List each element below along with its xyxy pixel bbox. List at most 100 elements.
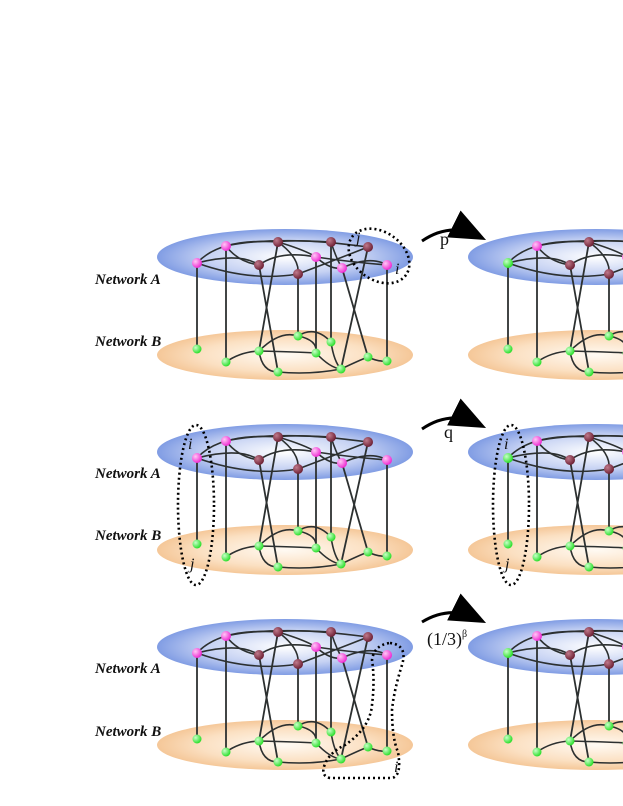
network-a-node-maroon bbox=[326, 237, 336, 247]
network-b-edge bbox=[277, 368, 342, 374]
network-b-node bbox=[584, 367, 594, 377]
interlayer-link bbox=[258, 264, 279, 373]
interlayer-link bbox=[569, 241, 590, 352]
row-3-path-rewire: Network A Network B i (1/3)β bbox=[94, 593, 623, 780]
interlayer-link bbox=[341, 267, 369, 358]
interlayer-link bbox=[258, 654, 279, 763]
network-a-label: Network A bbox=[94, 272, 161, 288]
network-b-node bbox=[293, 331, 303, 341]
network-b-node bbox=[584, 757, 594, 767]
network-b-node bbox=[604, 526, 614, 536]
network-a-disk bbox=[157, 424, 413, 480]
network-b-node bbox=[273, 562, 283, 572]
network-a-edge bbox=[608, 657, 623, 665]
network-a-node-magenta bbox=[311, 252, 321, 262]
network-a-node-magenta bbox=[192, 258, 202, 268]
network-b-node bbox=[503, 344, 513, 354]
network-b-node bbox=[584, 562, 594, 572]
network-a-disk bbox=[468, 424, 623, 480]
network-a-node-maroon bbox=[604, 269, 614, 279]
interlayer-link bbox=[569, 631, 590, 742]
network-b-edge bbox=[277, 758, 342, 764]
network-a-node-magenta bbox=[382, 260, 392, 270]
network-b-label: Network B bbox=[94, 334, 161, 350]
network-pair-right bbox=[468, 619, 623, 770]
network-a-edge bbox=[507, 652, 610, 668]
network-a-node-maroon bbox=[254, 650, 264, 660]
network-b-label: Network B bbox=[94, 724, 161, 740]
network-a-node-maroon bbox=[326, 627, 336, 637]
network-b-node bbox=[273, 367, 283, 377]
network-b-node bbox=[382, 356, 392, 366]
network-a-node-magenta bbox=[532, 631, 542, 641]
network-b-node bbox=[336, 559, 346, 569]
network-a-node-maroon bbox=[293, 659, 303, 669]
network-a-node-magenta bbox=[221, 436, 231, 446]
network-a-node-magenta bbox=[532, 241, 542, 251]
transition-probability: p bbox=[440, 229, 449, 249]
network-b-node bbox=[192, 539, 202, 549]
network-a-edge bbox=[536, 239, 623, 247]
selection-path-loop bbox=[322, 641, 405, 780]
network-b-node bbox=[221, 747, 231, 757]
network-b-node bbox=[565, 346, 575, 356]
network-a-node-magenta bbox=[337, 653, 347, 663]
interlayer-link bbox=[341, 462, 369, 553]
network-a-edge bbox=[608, 462, 623, 470]
network-a-node-maroon bbox=[363, 632, 373, 642]
interlayer-link bbox=[569, 654, 590, 763]
network-b-node bbox=[326, 337, 336, 347]
interlayer-link bbox=[569, 459, 590, 568]
network-b-edge bbox=[569, 350, 623, 354]
network-b-node bbox=[192, 734, 202, 744]
network-b-edge bbox=[588, 566, 623, 569]
network-a-node-magenta bbox=[311, 447, 321, 457]
node-j-label-right: j bbox=[503, 556, 510, 573]
network-pair-left bbox=[157, 229, 413, 380]
network-b-edge bbox=[588, 371, 623, 374]
network-a-node-maroon bbox=[584, 627, 594, 637]
network-b-node bbox=[532, 552, 542, 562]
network-a-node-magenta bbox=[192, 648, 202, 658]
transition-probability: (1/3)β bbox=[427, 629, 467, 650]
network-pair-right bbox=[468, 229, 623, 380]
network-a-edge bbox=[507, 262, 610, 278]
network-b-edge bbox=[588, 761, 623, 764]
network-b-node bbox=[326, 532, 336, 542]
network-a-node-magenta bbox=[382, 455, 392, 465]
network-b-node bbox=[254, 346, 264, 356]
network-pair-right bbox=[468, 424, 623, 575]
network-a-node-maroon bbox=[273, 237, 283, 247]
network-a-node-maroon bbox=[293, 269, 303, 279]
network-b-node bbox=[532, 747, 542, 757]
network-a-node-magenta bbox=[337, 458, 347, 468]
transition-arrow bbox=[421, 398, 487, 431]
network-a-node-magenta bbox=[503, 648, 513, 658]
network-a-edge bbox=[315, 256, 388, 266]
network-a-edge bbox=[536, 629, 623, 637]
network-a-node-magenta bbox=[221, 241, 231, 251]
network-b-node bbox=[311, 543, 321, 553]
transition-probability: q bbox=[444, 422, 453, 442]
network-a-node-maroon bbox=[273, 432, 283, 442]
network-b-node bbox=[293, 721, 303, 731]
network-b-node bbox=[254, 736, 264, 746]
network-a-node-maroon bbox=[254, 260, 264, 270]
network-a-edge bbox=[507, 457, 610, 473]
network-b-node bbox=[192, 344, 202, 354]
network-b-edge bbox=[569, 740, 623, 744]
interlayer-link bbox=[258, 459, 279, 568]
network-a-disk bbox=[468, 229, 623, 285]
network-a-edge bbox=[297, 441, 369, 470]
interlayer-link bbox=[258, 631, 279, 742]
node-j-label: j bbox=[354, 230, 361, 247]
network-b-node bbox=[293, 526, 303, 536]
network-b-node bbox=[311, 738, 321, 748]
network-a-node-maroon bbox=[565, 260, 575, 270]
network-b-node bbox=[503, 734, 513, 744]
selection-loop-ij-right bbox=[491, 423, 531, 587]
network-a-node-maroon bbox=[254, 455, 264, 465]
network-a-edge bbox=[536, 434, 623, 442]
node-j-label: j bbox=[188, 556, 195, 573]
network-a-node-maroon bbox=[565, 650, 575, 660]
